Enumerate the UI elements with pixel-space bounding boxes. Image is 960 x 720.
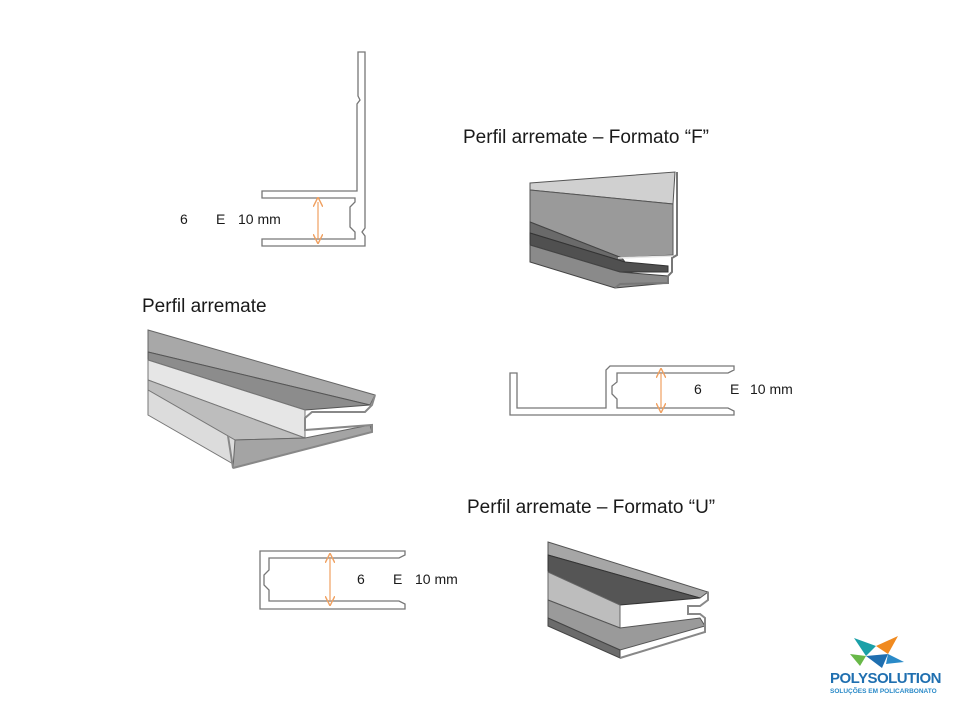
dim-to: 10 mm xyxy=(750,381,793,397)
dim-from: 6 xyxy=(694,381,702,397)
dim-sep: E xyxy=(393,571,403,587)
profile-arremate-3d-render xyxy=(147,329,376,469)
dim-from: 6 xyxy=(180,211,188,227)
profile-f-3d-render xyxy=(529,171,678,289)
dim-sep: E xyxy=(216,211,226,227)
dim-sep: E xyxy=(730,381,740,397)
profile-f-cross-section xyxy=(261,51,366,247)
logo-tagline: SOLUÇÕES EM POLICARBONATO xyxy=(830,688,937,695)
polysolution-star-logo-icon xyxy=(850,636,904,668)
dim-to: 10 mm xyxy=(238,211,281,227)
profile-u-cross-section xyxy=(259,550,406,610)
logo-name: POLYSOLUTION xyxy=(830,670,941,687)
dim-from: 6 xyxy=(357,571,365,587)
profile-arremate-cross-section xyxy=(509,365,735,416)
title-formato-u: Perfil arremate – Formato “U” xyxy=(467,497,716,518)
title-formato-f: Perfil arremate – Formato “F” xyxy=(463,127,709,148)
dim-to: 10 mm xyxy=(415,571,458,587)
profile-u-3d-render xyxy=(547,541,710,659)
title-perfil-arremate: Perfil arremate xyxy=(142,296,267,317)
